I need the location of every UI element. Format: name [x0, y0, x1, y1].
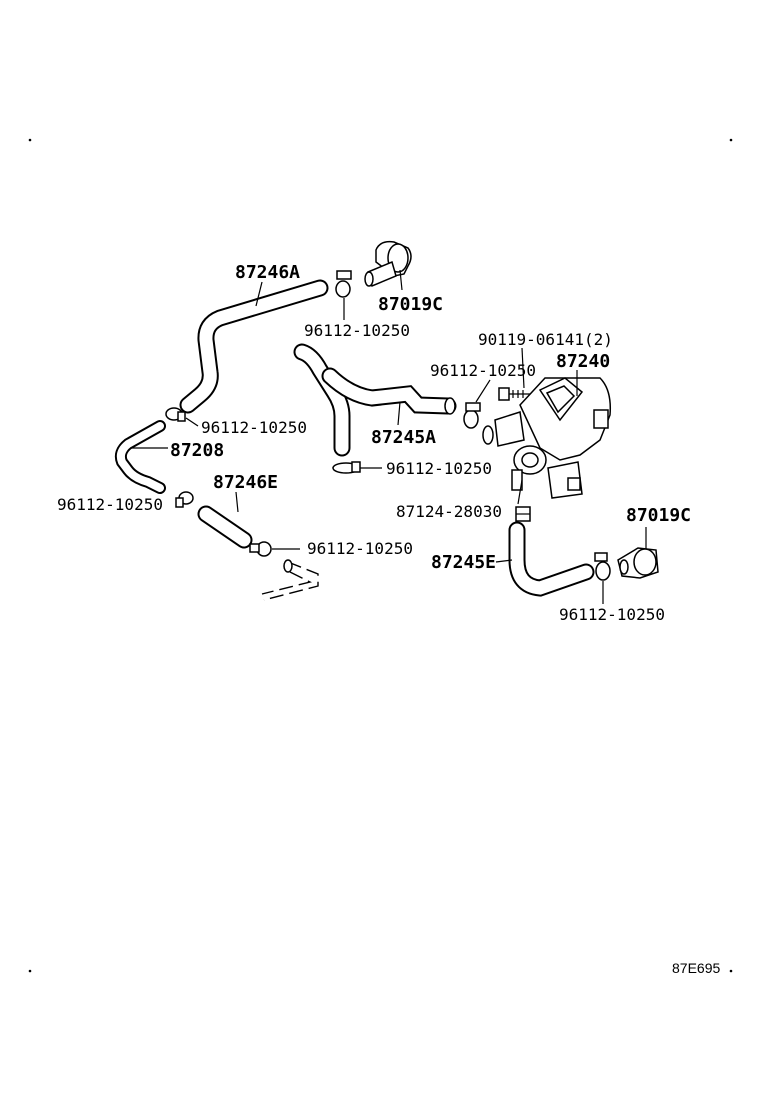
leader-87246e [235, 491, 239, 513]
pipe-87208 [114, 420, 166, 494]
hose-87245a [293, 343, 457, 457]
label-87246e: 87246E [213, 472, 278, 493]
label-87240: 87240 [556, 351, 610, 372]
label-clamp-valve: 96112-10250 [430, 361, 536, 380]
clamp-valve [463, 402, 481, 429]
registration-dot [729, 969, 733, 973]
leader-87246a [255, 281, 263, 307]
label-87019c-top: 87019C [378, 294, 443, 315]
label-87019c-right: 87019C [626, 505, 691, 526]
leader-bolt [521, 347, 525, 389]
label-bolt: 90119-06141(2) [478, 330, 613, 349]
label-87245a: 87245A [371, 427, 436, 448]
leader-clamp-left-upper [185, 417, 199, 427]
clamp-right [594, 552, 611, 581]
pipe-stub [261, 559, 319, 601]
label-clamp-left-upper: 96112-10250 [201, 418, 307, 437]
bolt-90119 [498, 387, 530, 401]
leader-87245e [495, 559, 513, 563]
elbow-87019c-top [364, 240, 412, 288]
label-87208: 87208 [170, 440, 224, 461]
leader-87245a [397, 401, 401, 426]
registration-dot [28, 138, 32, 142]
clamp-87245a-bottom [332, 461, 361, 474]
label-clamp-mid: 96112-10250 [307, 539, 413, 558]
clamp-top [335, 270, 352, 298]
hose-87246e [197, 505, 253, 549]
label-clip: 87124-28030 [396, 502, 502, 521]
clamp-left-lower [175, 491, 194, 508]
leader-clamp-valve [475, 379, 491, 403]
label-87246a: 87246A [235, 262, 300, 283]
leader-clip [517, 479, 523, 505]
leader-87019c-top [399, 269, 403, 291]
clamp-left-upper [165, 407, 186, 422]
elbow-87019c-right [617, 547, 659, 579]
label-clamp-right: 96112-10250 [559, 605, 665, 624]
registration-dot [28, 969, 32, 973]
hose-87245e [508, 521, 595, 597]
drawing-code: 87E695 [672, 960, 720, 976]
valve-87240 [482, 377, 612, 499]
clamp-mid [249, 541, 272, 557]
registration-dot [729, 138, 733, 142]
clip-87124 [515, 506, 531, 522]
label-clamp-left-lower: 96112-10250 [57, 495, 163, 514]
hose-87246a [179, 279, 329, 414]
label-clamp-top: 96112-10250 [304, 321, 410, 340]
label-87245e: 87245E [431, 552, 496, 573]
label-clamp-87245a-bottom: 96112-10250 [386, 459, 492, 478]
